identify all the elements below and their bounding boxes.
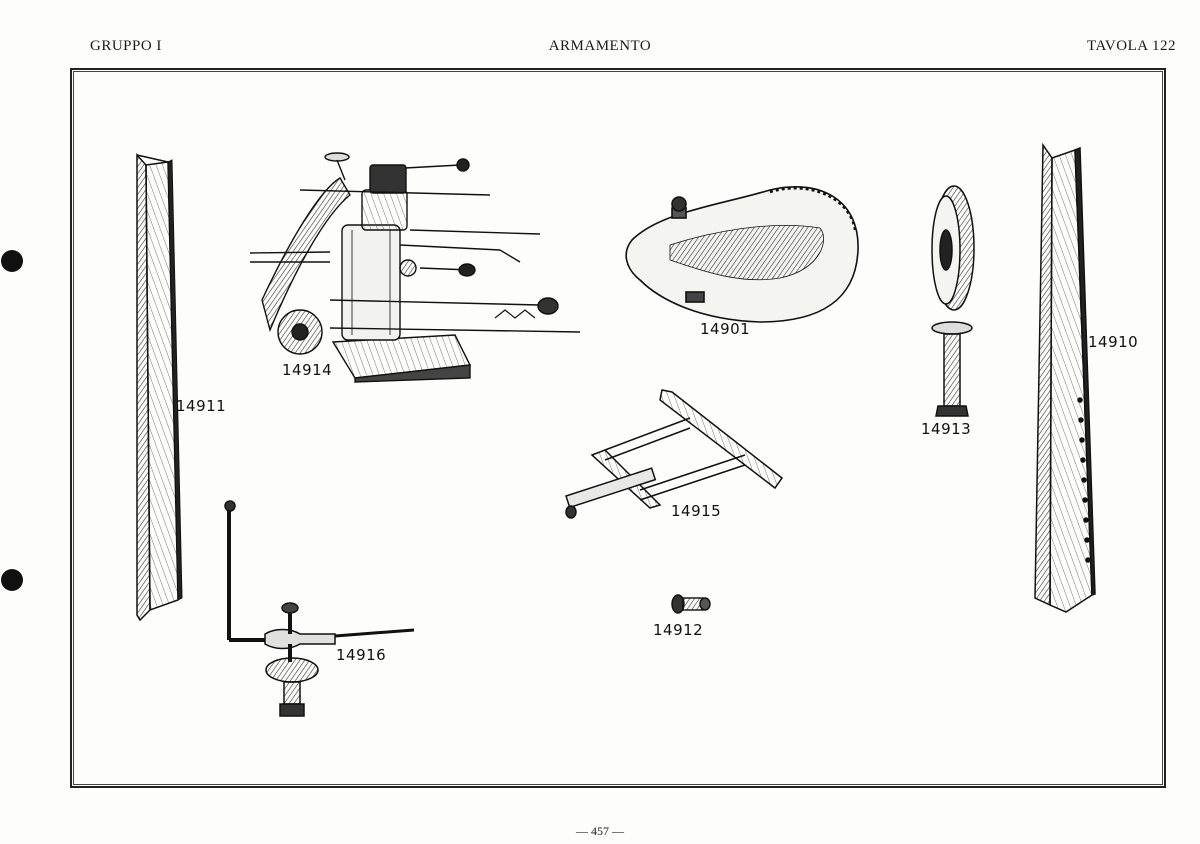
wheel-screw-icon [931, 185, 975, 417]
mechanism-icon [249, 152, 581, 383]
plate-frame [70, 68, 1166, 788]
header-plate-number: TAVOLA 122 [1087, 38, 1176, 54]
label-14911: 14911 [176, 397, 227, 415]
label-14913: 14913 [921, 420, 972, 438]
perforated-channel-icon [1034, 142, 1096, 613]
header-group: GRUPPO I [90, 38, 162, 54]
page-number: — 457 — [576, 824, 624, 838]
label-14915: 14915 [671, 502, 722, 520]
label-14901: 14901 [700, 320, 751, 338]
label-14916: 14916 [336, 646, 387, 664]
label-14912: 14912 [653, 621, 704, 639]
header-section-title: ARMAMENTO [548, 38, 652, 54]
punch-hole-bottom [1, 569, 23, 591]
lever-crank-icon [224, 500, 415, 717]
label-14914: 14914 [282, 361, 333, 379]
oil-tank-icon [625, 186, 859, 323]
frame-bracket-icon [565, 389, 784, 519]
label-14910: 14910 [1088, 333, 1139, 351]
small-bolt-icon [671, 594, 711, 614]
channel-rail-icon [136, 153, 183, 622]
punch-hole-top [1, 250, 23, 272]
